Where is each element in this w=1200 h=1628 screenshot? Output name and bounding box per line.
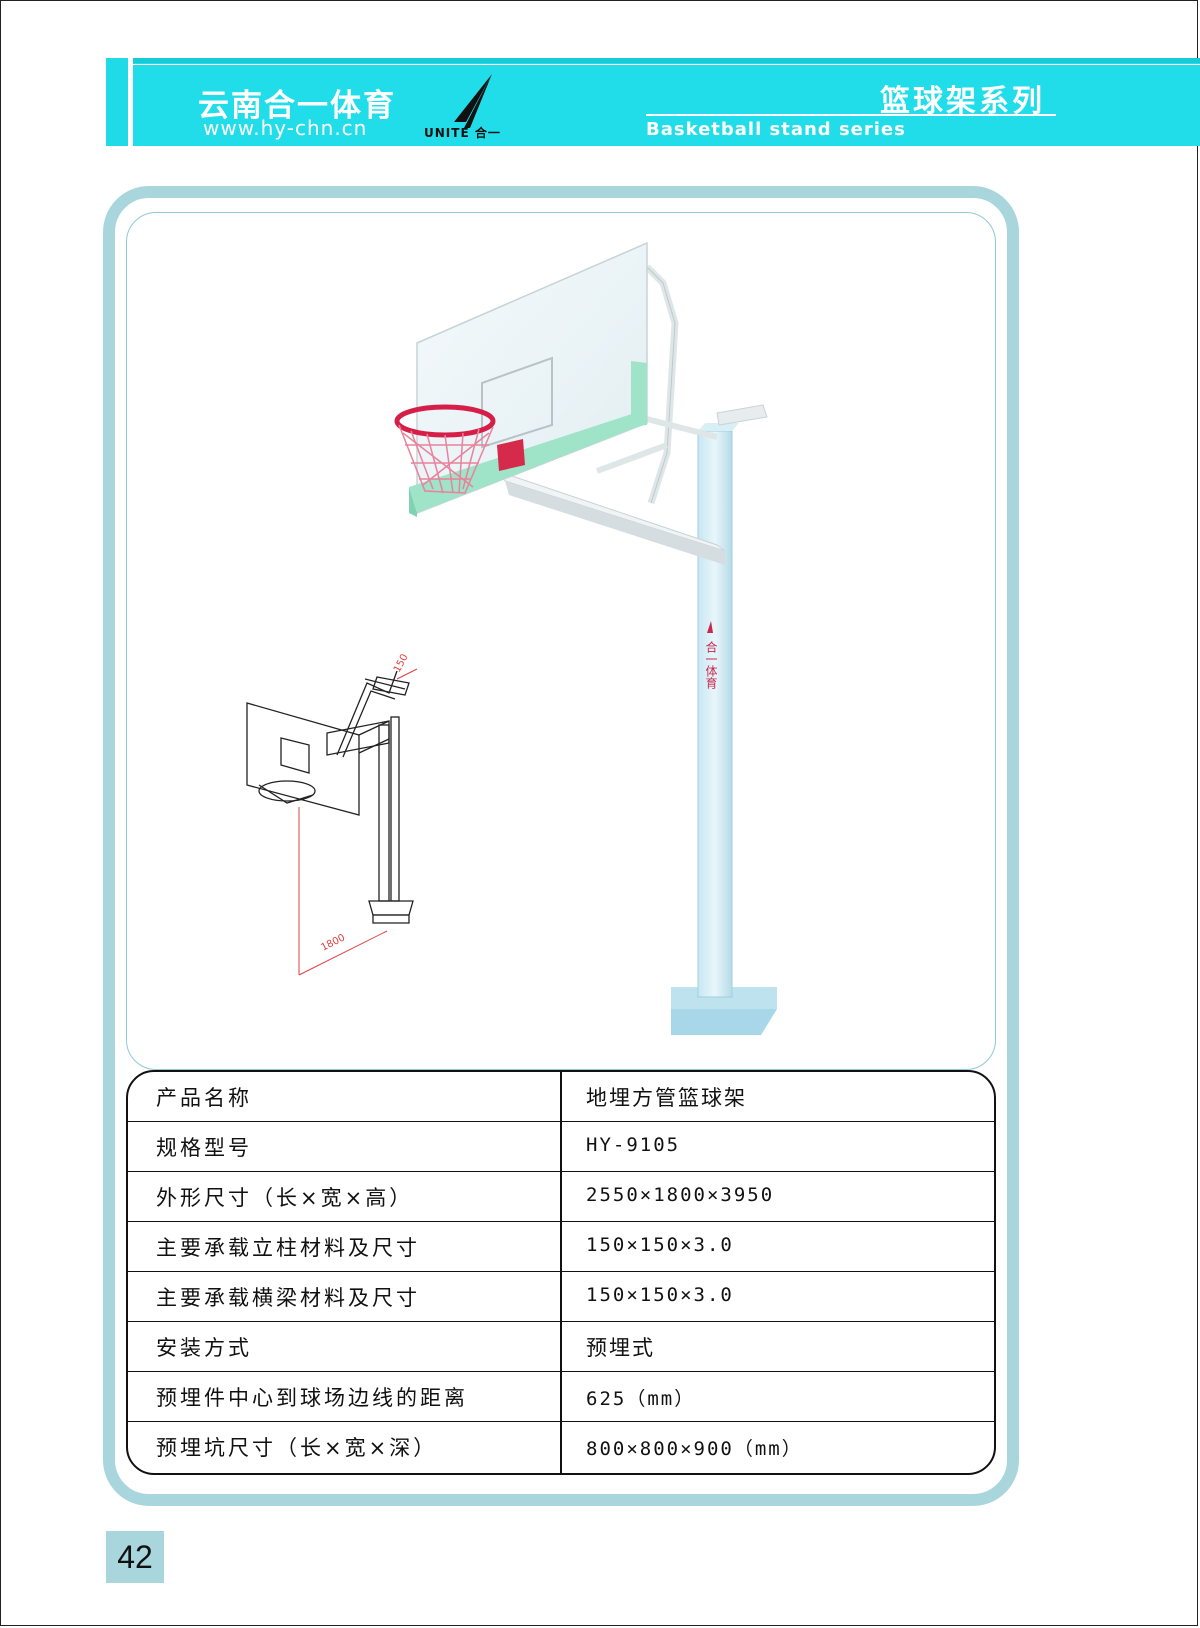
spec-label: 主要承载横梁材料及尺寸 [156, 1286, 420, 1310]
basketball-stand-illustration: 合一体育 [246, 241, 777, 1035]
spec-table: 产品名称 地埋方管篮球架 规格型号 HY-9105 外形尺寸（长×宽×高） 25… [126, 1070, 996, 1475]
spec-value: 150×150×3.0 [586, 1284, 734, 1306]
spec-row-product-name: 产品名称 地埋方管篮球架 [128, 1072, 994, 1122]
main-stand-render: 合一体育 [394, 241, 777, 1035]
net-icon [398, 424, 494, 494]
spec-value: HY-9105 [586, 1134, 681, 1156]
product-frame [103, 186, 1019, 1506]
spec-value: 预埋式 [586, 1336, 655, 1360]
page-number: 42 [117, 1539, 153, 1575]
spec-column-divider [560, 1072, 562, 1473]
spec-value: 625（mm） [586, 1388, 696, 1410]
spec-label: 预埋坑尺寸（长×宽×深） [156, 1436, 438, 1460]
product-image-panel: 合一体育 [126, 212, 996, 1070]
header-band [133, 58, 1200, 146]
header-gap [128, 58, 132, 146]
header-inner-line [133, 64, 1200, 65]
pole-label-text: 合一体育 [704, 640, 718, 690]
header-top-line [133, 58, 1200, 63]
spec-row-post-material: 主要承载立柱材料及尺寸 150×150×3.0 [128, 1222, 994, 1272]
spec-row-model: 规格型号 HY-9105 [128, 1122, 994, 1172]
spec-value: 2550×1800×3950 [586, 1184, 775, 1206]
spec-row-dimensions: 外形尺寸（长×宽×高） 2550×1800×3950 [128, 1172, 994, 1222]
technical-drawing: 150 1800 [246, 652, 418, 976]
page-number-box: 42 [106, 1531, 164, 1583]
unite-logo-icon [454, 74, 492, 128]
spec-label: 主要承载立柱材料及尺寸 [156, 1236, 420, 1260]
spec-value: 800×800×900（mm） [586, 1438, 803, 1460]
dimension-top-label: 150 [392, 652, 411, 674]
brand-name: 云南合一体育 [198, 88, 396, 124]
series-title: 篮球架系列 [880, 84, 1045, 119]
spec-label: 外形尺寸（长×宽×高） [156, 1186, 414, 1210]
spec-label: 产品名称 [156, 1086, 252, 1110]
spec-label: 安装方式 [156, 1336, 252, 1360]
spec-value: 地埋方管篮球架 [586, 1086, 747, 1110]
brand-url: www.hy-chn.cn [203, 116, 368, 140]
series-underline [646, 114, 1056, 116]
spec-row-installation: 安装方式 预埋式 [128, 1322, 994, 1372]
spec-label: 规格型号 [156, 1136, 252, 1160]
spec-row-beam-material: 主要承载横梁材料及尺寸 150×150×3.0 [128, 1272, 994, 1322]
spec-row-pit-size: 预埋坑尺寸（长×宽×深） 800×800×900（mm） [128, 1422, 994, 1472]
series-subtitle: Basketball stand series [646, 119, 906, 140]
spec-value: 150×150×3.0 [586, 1234, 734, 1256]
dimension-bottom-label: 1800 [319, 932, 347, 953]
pole-label: 合一体育 [704, 621, 718, 690]
spec-label: 预埋件中心到球场边线的距离 [156, 1386, 468, 1410]
header-accent-bar [106, 58, 128, 146]
logo-text: UNITE 合一 [424, 126, 501, 140]
spec-row-embed-distance: 预埋件中心到球场边线的距离 625（mm） [128, 1372, 994, 1422]
